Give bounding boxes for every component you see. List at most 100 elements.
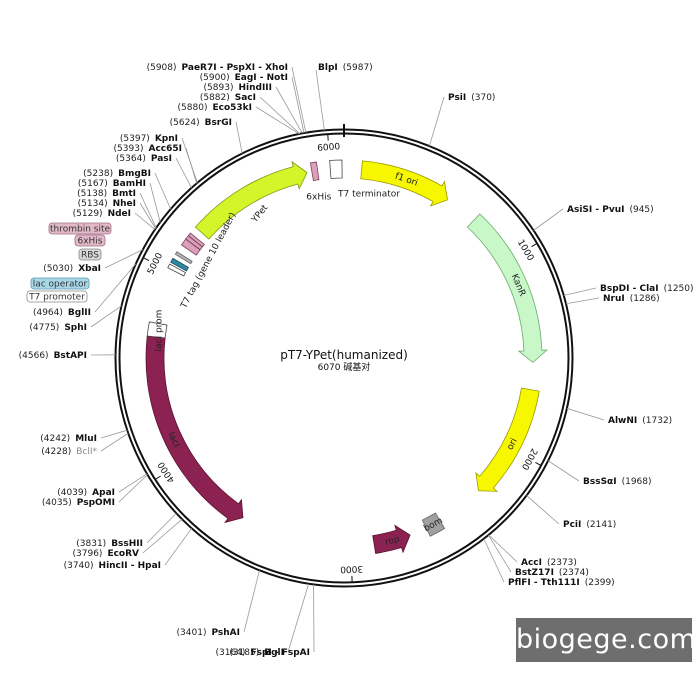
restriction-site: (5882)SacI [200, 93, 256, 103]
feature-lac-operator [170, 257, 190, 272]
restriction-site: (3831)BssHII [76, 539, 143, 549]
restriction-site: BssSαI(1968) [583, 477, 652, 487]
restriction-site: PflFI - Tth111I(2399) [508, 578, 615, 588]
feature-label: 6xHis [306, 192, 331, 202]
site-leader-line [118, 474, 148, 503]
site-leader-line [547, 460, 580, 482]
feature-label: ori [506, 437, 520, 452]
restriction-site: (5167)BamHI [78, 179, 146, 189]
restriction-site: (3740)HincII - HpaI [64, 561, 161, 571]
restriction-site: (5880)Eco53kI [178, 103, 252, 113]
site-leader-line [259, 96, 301, 135]
restriction-site: (3164)FspI - FspAI [216, 648, 311, 658]
restriction-site: (5393)Acc65I [114, 144, 182, 154]
boxed-label-text: 6xHis [77, 237, 102, 247]
restriction-site: (5364)PasI [116, 154, 172, 164]
tick-label: 5000 [146, 251, 165, 276]
feature-label: rop [384, 534, 401, 548]
site-leader-line [100, 429, 128, 439]
restriction-site: (5138)BmtI [77, 189, 136, 199]
boxed-label-box [78, 248, 102, 261]
tick-mark [531, 242, 538, 248]
boxed-label-text: RBS [81, 251, 99, 261]
boxed-label-box [48, 222, 112, 235]
boxed-label-text: thrombin site [50, 225, 111, 235]
restriction-site: BstZ17I(2374) [515, 568, 589, 578]
site-leader-line [291, 66, 307, 133]
restriction-site: (4039)ApaI [57, 488, 115, 498]
site-leader-line [255, 106, 300, 135]
site-leader-line [149, 182, 161, 223]
feature-ypet [194, 160, 308, 240]
feature-label: YPet [250, 203, 271, 226]
tick-label: 6000 [317, 142, 341, 154]
site-labels: (5908)PaeR7I - PspXI - XhoI(5900)EagI - … [19, 63, 694, 658]
restriction-site: (5624)BsrGI [170, 118, 232, 128]
backbone-circle [114, 124, 574, 588]
restriction-site: AlwNI(1732) [608, 416, 672, 426]
site-leader-line [90, 305, 122, 328]
restriction-site: (5397)KpnI [120, 134, 178, 144]
tick-label: 1000 [515, 238, 535, 263]
restriction-site: PsiI(370) [448, 93, 495, 103]
restriction-site: (4035)PspOMI [42, 498, 115, 508]
site-leader-line [164, 528, 192, 566]
restriction-site: (5893)HindIII [204, 83, 272, 93]
restriction-site: (4964)BglII [33, 308, 91, 318]
site-leader-line [275, 86, 303, 134]
site-leader-line [142, 518, 183, 554]
restriction-site: (3796)EcoRV [73, 549, 140, 559]
restriction-site: (3401)PshAI [177, 628, 240, 638]
restriction-site: (5129)NdeI [73, 209, 131, 219]
site-leader-line [94, 263, 137, 313]
site-leader-line [563, 287, 597, 296]
site-leader-line [154, 172, 172, 210]
feature-bom [421, 512, 446, 537]
site-leader-line [483, 538, 505, 583]
boxed-label-text: lac operator [33, 280, 88, 290]
feature-label: lacI prom [155, 310, 165, 352]
site-leader-line [315, 69, 325, 131]
site-leader-line [139, 202, 157, 229]
site-leader-line [429, 96, 445, 147]
site-leader-line [488, 534, 518, 563]
site-leader-line [565, 297, 600, 305]
feature-6xhis [309, 161, 320, 182]
restriction-site: (5030)XbaI [43, 264, 101, 274]
restriction-site: (5238)BmgBI [83, 169, 151, 179]
site-leader-line [291, 76, 305, 134]
feature-rop [372, 524, 411, 554]
restriction-site: AccI(2373) [521, 558, 577, 568]
site-leader-line [185, 147, 198, 184]
site-leader-line [175, 157, 192, 189]
restriction-site: AsiSI - PvuI(945) [567, 205, 654, 215]
site-leader-lines [90, 66, 605, 653]
feature-kanr [466, 213, 548, 363]
restriction-site: (4242)MluI [40, 434, 97, 444]
feature-f1-ori [360, 160, 448, 207]
restriction-site: (5908)PaeR7I - PspXI - XhoI [147, 63, 288, 73]
tick-label: 3000 [340, 563, 364, 574]
tick-label: 4000 [156, 459, 177, 484]
feature-label: T7 terminator [337, 190, 400, 200]
feature-t7-terminator [329, 159, 343, 179]
feature-t7-promoter [167, 263, 187, 277]
site-leader-line [488, 534, 512, 573]
tick-label: 2000 [519, 446, 539, 471]
restriction-site: (3185)BglI [229, 648, 284, 658]
site-leader-line [146, 512, 177, 544]
tick-mark [535, 461, 542, 466]
plasmid-length: 6070 碱基对 [318, 361, 371, 373]
site-leader-line [287, 583, 310, 653]
feature-ori [475, 387, 540, 492]
site-leader-line [235, 121, 243, 154]
restriction-site: BlpI(5987) [318, 63, 373, 73]
site-leader-line [243, 570, 260, 633]
site-leader-line [100, 432, 129, 452]
restriction-site: PciI(2141) [563, 520, 616, 530]
restriction-site: (5900)EagI - NotI [200, 73, 288, 83]
feature-6xhis [187, 232, 205, 248]
